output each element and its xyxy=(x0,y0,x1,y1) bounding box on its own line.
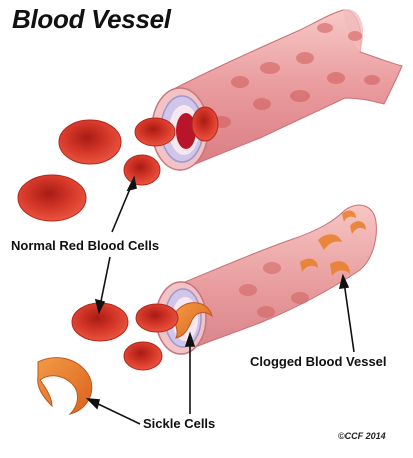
red-blood-cell xyxy=(135,118,175,146)
red-blood-cell xyxy=(59,120,121,164)
red-blood-cell xyxy=(124,342,162,370)
label-normal-red-blood-cells: Normal Red Blood Cells xyxy=(11,238,159,253)
copyright-credit: ©CCF 2014 xyxy=(338,431,386,441)
red-blood-cell xyxy=(192,107,218,141)
sickle-cell xyxy=(38,358,92,414)
label-clogged-blood-vessel: Clogged Blood Vessel xyxy=(250,354,387,369)
red-blood-cell xyxy=(18,175,86,221)
label-sickle-cells: Sickle Cells xyxy=(143,416,215,431)
normal-blood-vessel xyxy=(152,9,402,170)
red-blood-cell xyxy=(136,304,178,332)
diagram-title: Blood Vessel xyxy=(12,4,171,35)
red-blood-cell xyxy=(124,155,160,185)
